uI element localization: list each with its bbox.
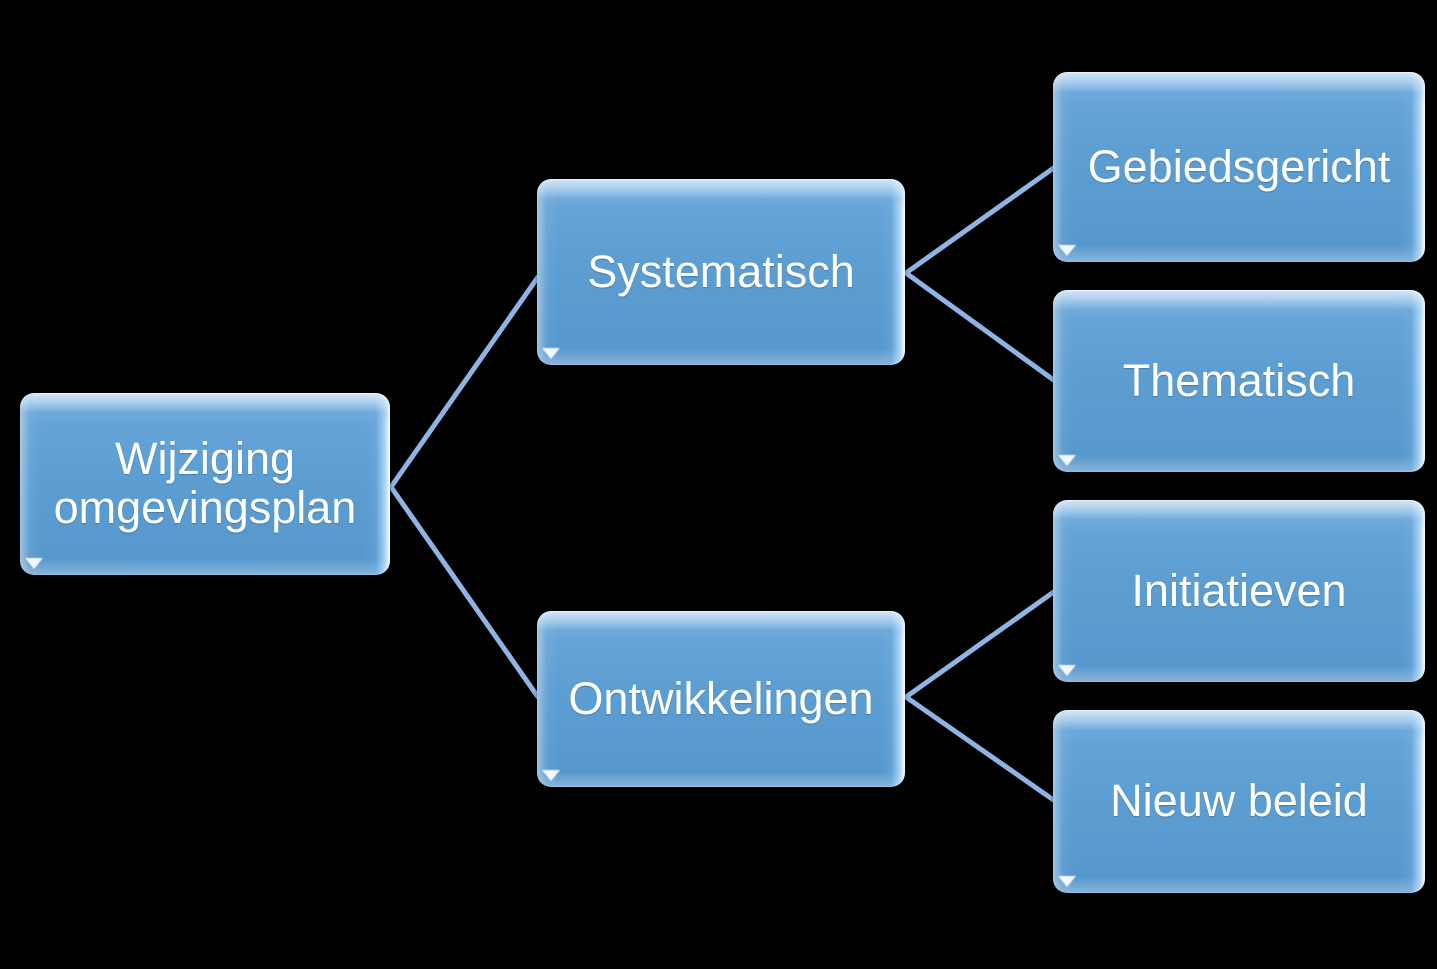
node-gebiedsgericht[interactable]: Gebiedsgericht [1053, 72, 1425, 262]
connector-ontwikkelingen-to-nieuw-beleid [903, 694, 1058, 804]
node-label: Thematisch [1122, 354, 1356, 406]
connector-systematisch-to-gebiedsgericht [903, 164, 1058, 276]
connector-ontwikkelingen-to-initiatieven [903, 588, 1058, 700]
connector-systematisch-to-thematisch [903, 270, 1058, 384]
node-systematisch[interactable]: Systematisch [537, 179, 905, 365]
node-label: Initiatieven [1131, 564, 1347, 616]
node-label: Gebiedsgericht [1087, 140, 1391, 192]
node-label: Systematisch [587, 245, 855, 297]
node-label: Nieuw beleid [1110, 775, 1368, 827]
node-initiatieven[interactable]: Initiatieven [1053, 500, 1425, 682]
connector-root-to-systematisch [388, 274, 541, 490]
node-wijziging-omgevingsplan[interactable]: Wijziging omgevingsplan [20, 393, 390, 575]
node-nieuw-beleid[interactable]: Nieuw beleid [1053, 710, 1425, 893]
node-ontwikkelingen[interactable]: Ontwikkelingen [537, 611, 905, 787]
node-label: Wijziging omgevingsplan [53, 433, 357, 533]
node-label: Ontwikkelingen [568, 672, 874, 724]
node-thematisch[interactable]: Thematisch [1053, 290, 1425, 472]
connector-root-to-ontwikkelingen [388, 484, 541, 700]
